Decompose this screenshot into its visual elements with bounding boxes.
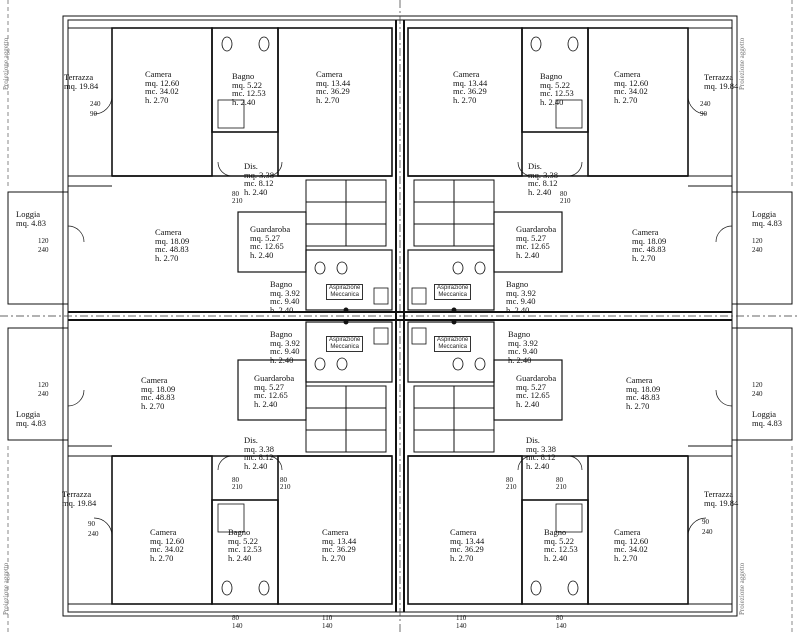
projection-note: Proiezione aggetto (738, 37, 746, 90)
door-dimension: 140 (322, 622, 333, 630)
door-dimension: 80 (556, 614, 563, 622)
projection-note: Proiezione aggetto (738, 562, 746, 615)
door-dimension: 240 (700, 100, 711, 108)
door-dimension: 240 (702, 528, 713, 536)
door-dimension: 240 (38, 246, 49, 254)
door-dimension: 80 (232, 614, 239, 622)
projection-note: Proiezione aggetto (2, 562, 10, 615)
door-dimension: 240 (88, 530, 99, 538)
door-dimension: 80 (232, 190, 239, 198)
door-dimension: 140 (556, 622, 567, 630)
door-dimension: 240 (752, 246, 763, 254)
door-dimension: 90 (700, 110, 707, 118)
door-dimension: 120 (38, 381, 49, 389)
door-dimension: 90 (90, 110, 97, 118)
door-dimension: 210 (506, 483, 517, 491)
door-dimension: 110 (456, 614, 467, 622)
door-dimension: 210 (560, 197, 571, 205)
door-dimension: 210 (280, 483, 291, 491)
door-dimension: 210 (232, 483, 243, 491)
door-dimension: 80 (280, 476, 287, 484)
door-dimension: 110 (322, 614, 333, 622)
door-dimension: 120 (38, 237, 49, 245)
door-dimension: 210 (232, 197, 243, 205)
door-dimension: 140 (232, 622, 243, 630)
door-dimension: 80 (556, 476, 563, 484)
door-dimension: 90 (702, 518, 709, 526)
door-dimension: 140 (456, 622, 467, 630)
door-dimension: 210 (556, 483, 567, 491)
door-dimension: 120 (752, 237, 763, 245)
door-dimension: 240 (752, 390, 763, 398)
door-dimension: 240 (38, 390, 49, 398)
door-dimension: 240 (90, 100, 101, 108)
door-dimension: 80 (560, 190, 567, 198)
door-dimension: 120 (752, 381, 763, 389)
door-dimension: 80 (506, 476, 513, 484)
door-dimension: 80 (232, 476, 239, 484)
door-dimension: 90 (88, 520, 95, 528)
projection-note: Proiezione aggetto (2, 37, 10, 90)
